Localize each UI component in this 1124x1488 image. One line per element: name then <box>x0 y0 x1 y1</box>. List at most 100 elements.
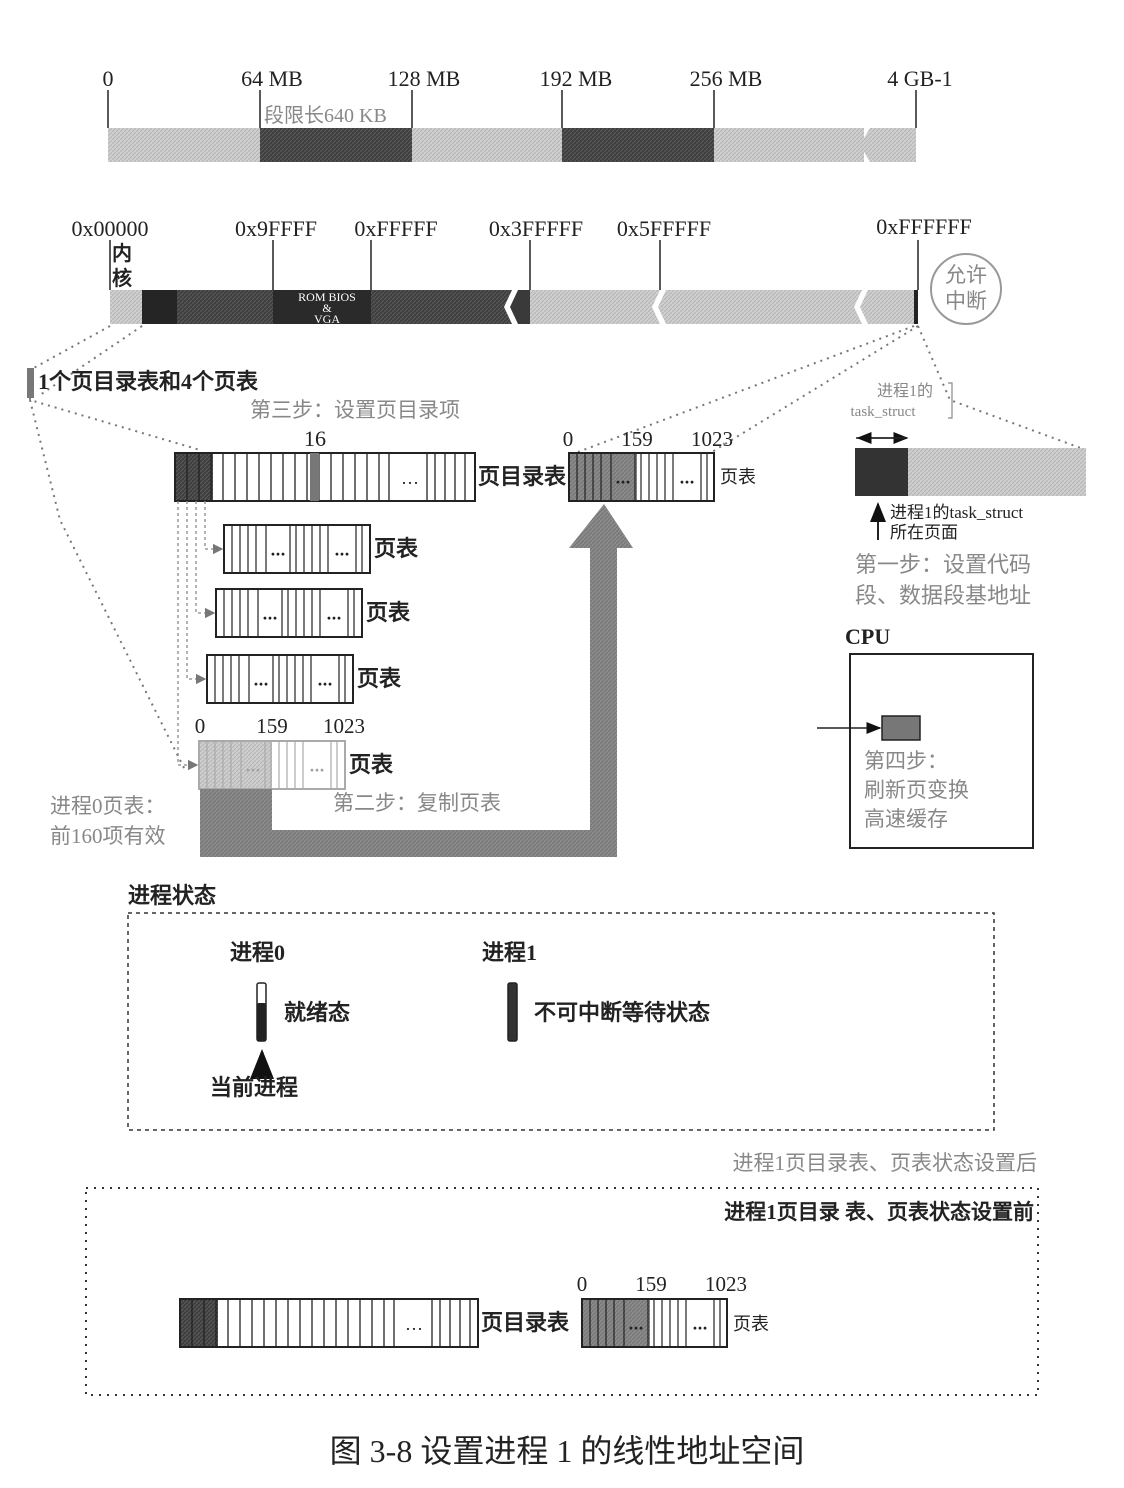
task-label: 进程1的 <box>877 382 933 400</box>
dir-label: 页目录表 <box>478 464 567 489</box>
ellipsis: … <box>405 1314 423 1334</box>
proc0-valid-entries <box>199 741 272 789</box>
group-title: 1个页目录表和4个页表 <box>38 369 259 394</box>
proc0-page-table: 0 159 1023 …… 页表 进程0页表： 前160项有效 第二步：复制页表 <box>50 714 501 848</box>
idx-label: 159 <box>256 714 288 738</box>
dir-arrow <box>195 501 216 619</box>
rom-bios-label: ROM BIOS <box>298 290 356 304</box>
idx-label: 0 <box>195 714 206 738</box>
task-label: task_struct <box>851 404 917 420</box>
dir-arrow <box>204 501 224 555</box>
pt-outline <box>223 524 371 574</box>
pt-cell-lines: …… <box>223 589 355 637</box>
p1-label: 进程1 <box>482 940 537 965</box>
tick-label: 4 GB-1 <box>887 66 952 91</box>
task-page <box>855 448 908 496</box>
pt-cell-lines: …… <box>231 525 363 573</box>
physical-address-bar: 0x00000 0x9FFFF 0xFFFFF 0x3FFFFF 0x5FFFF… <box>72 214 1002 326</box>
cpu-outline <box>849 653 1034 849</box>
segment-limit-label: 段限长640 KB <box>264 104 387 127</box>
process-state-panel: 进程状态 进程0 就绪态 当前进程 进程1 不可中断等待状态 <box>127 883 995 1131</box>
step1-label: 段、数据段基地址 <box>855 583 1031 608</box>
dir-filled-entries <box>175 453 213 501</box>
task-page-label: 所在页面 <box>890 523 958 542</box>
page-directory-table: … 页目录表 <box>174 452 567 502</box>
p0-state: 就绪态 <box>284 1000 350 1025</box>
phys-seg-light-3 <box>860 290 914 324</box>
cpu-label: CPU <box>845 624 890 649</box>
ellipsis: … <box>327 607 342 623</box>
small-marker <box>27 368 34 398</box>
pt-cell-lines: …… <box>589 1299 721 1347</box>
idx-label: 0 <box>577 1272 588 1296</box>
page-table-2: …… 页表 <box>215 588 411 638</box>
dir-cell-lines <box>186 453 466 501</box>
dir-entry-16 <box>310 453 319 501</box>
ellipsis: … <box>693 1317 708 1333</box>
proc1-copied-entries <box>569 453 637 501</box>
proc1-page-table: 0 159 1023 …… 页表 <box>563 427 756 502</box>
connector-left-3 <box>29 399 186 771</box>
tlb-register <box>881 715 921 741</box>
tick-label: 0 <box>103 66 114 91</box>
tick-label: 0xFFFFF <box>354 216 437 241</box>
p1-state-bar <box>507 982 518 1042</box>
linear-address-bar: 0 64 MB 128 MB 192 MB 256 MB 4 GB-1 段限长6… <box>103 66 953 162</box>
phys-seg-light-2 <box>658 290 862 324</box>
phys-seg-dark-3 <box>371 290 512 324</box>
connector-task <box>917 325 1087 451</box>
pt-label: 页表 <box>374 536 419 561</box>
ellipsis: … <box>335 543 350 559</box>
pt-outline <box>206 654 354 704</box>
pt-outline <box>215 588 363 638</box>
ellipsis: … <box>401 468 419 488</box>
bar-seg-128-192 <box>412 128 562 162</box>
idx-label: 159 <box>635 1272 667 1296</box>
rom-bios-label: & <box>322 301 332 315</box>
pt-cell-lines: …… <box>214 655 346 703</box>
phys-seg-dark-2 <box>177 290 273 324</box>
step4-label: 第四步： <box>864 749 948 773</box>
bar-seg-256-break <box>714 128 864 162</box>
task-page-label: 进程1的task_struct <box>890 503 1023 522</box>
tick-label: 256 MB <box>690 66 763 91</box>
p1-state: 不可中断等待状态 <box>534 1000 710 1025</box>
kernel-label: 核 <box>112 266 132 290</box>
ellipsis: … <box>616 471 631 487</box>
step2-label: 第二步：复制页表 <box>333 791 501 815</box>
dir-cell-lines <box>191 1299 471 1347</box>
kernel-segment <box>110 290 142 324</box>
idx-label: 1023 <box>323 714 365 738</box>
ellipsis: … <box>263 607 278 623</box>
pt-label: 页表 <box>357 666 402 691</box>
task-bracket <box>948 382 953 419</box>
bar-seg-break-end <box>860 128 916 162</box>
left-page-structure: 1个页目录表和4个页表 第三步：设置页目录项 16 … 页目录表 …… 页表 …… <box>27 368 633 857</box>
p0-label: 进程0 <box>230 940 285 965</box>
interrupt-label: 允许 <box>945 263 987 287</box>
phys-seg-end <box>914 290 918 324</box>
idx-label: 159 <box>621 427 653 451</box>
ellipsis: … <box>318 673 333 689</box>
tick-label: 192 MB <box>540 66 613 91</box>
proc0-note: 进程0页表： <box>50 794 166 818</box>
kernel-label: 内 <box>112 241 132 265</box>
dir-to-pt-arrows <box>177 501 224 771</box>
tick-label: 0x5FFFFF <box>617 216 711 241</box>
tick-label: 0x9FFFF <box>235 216 317 241</box>
cpu-box: CPU 第四步： 刷新页变换 高速缓存 <box>817 624 1034 849</box>
dir-outline <box>174 452 476 502</box>
connector-right-2 <box>711 325 919 453</box>
dir-filled-entries <box>180 1299 218 1347</box>
dir-arrow <box>177 501 199 771</box>
figure-caption: 图 3-8 设置进程 1 的线性地址空间 <box>330 1433 805 1469</box>
phys-seg-dark-4 <box>510 290 530 324</box>
ellipsis: … <box>246 759 261 775</box>
ellipsis: … <box>271 543 286 559</box>
rom-bios-label: VGA <box>314 312 340 326</box>
tick-label: 0x3FFFFF <box>489 216 583 241</box>
before-label: 进程1页目录 表、页表状态设置前 <box>724 1200 1034 1224</box>
interrupt-label: 中断 <box>945 289 987 313</box>
step4-label: 刷新页变换 <box>864 778 969 802</box>
